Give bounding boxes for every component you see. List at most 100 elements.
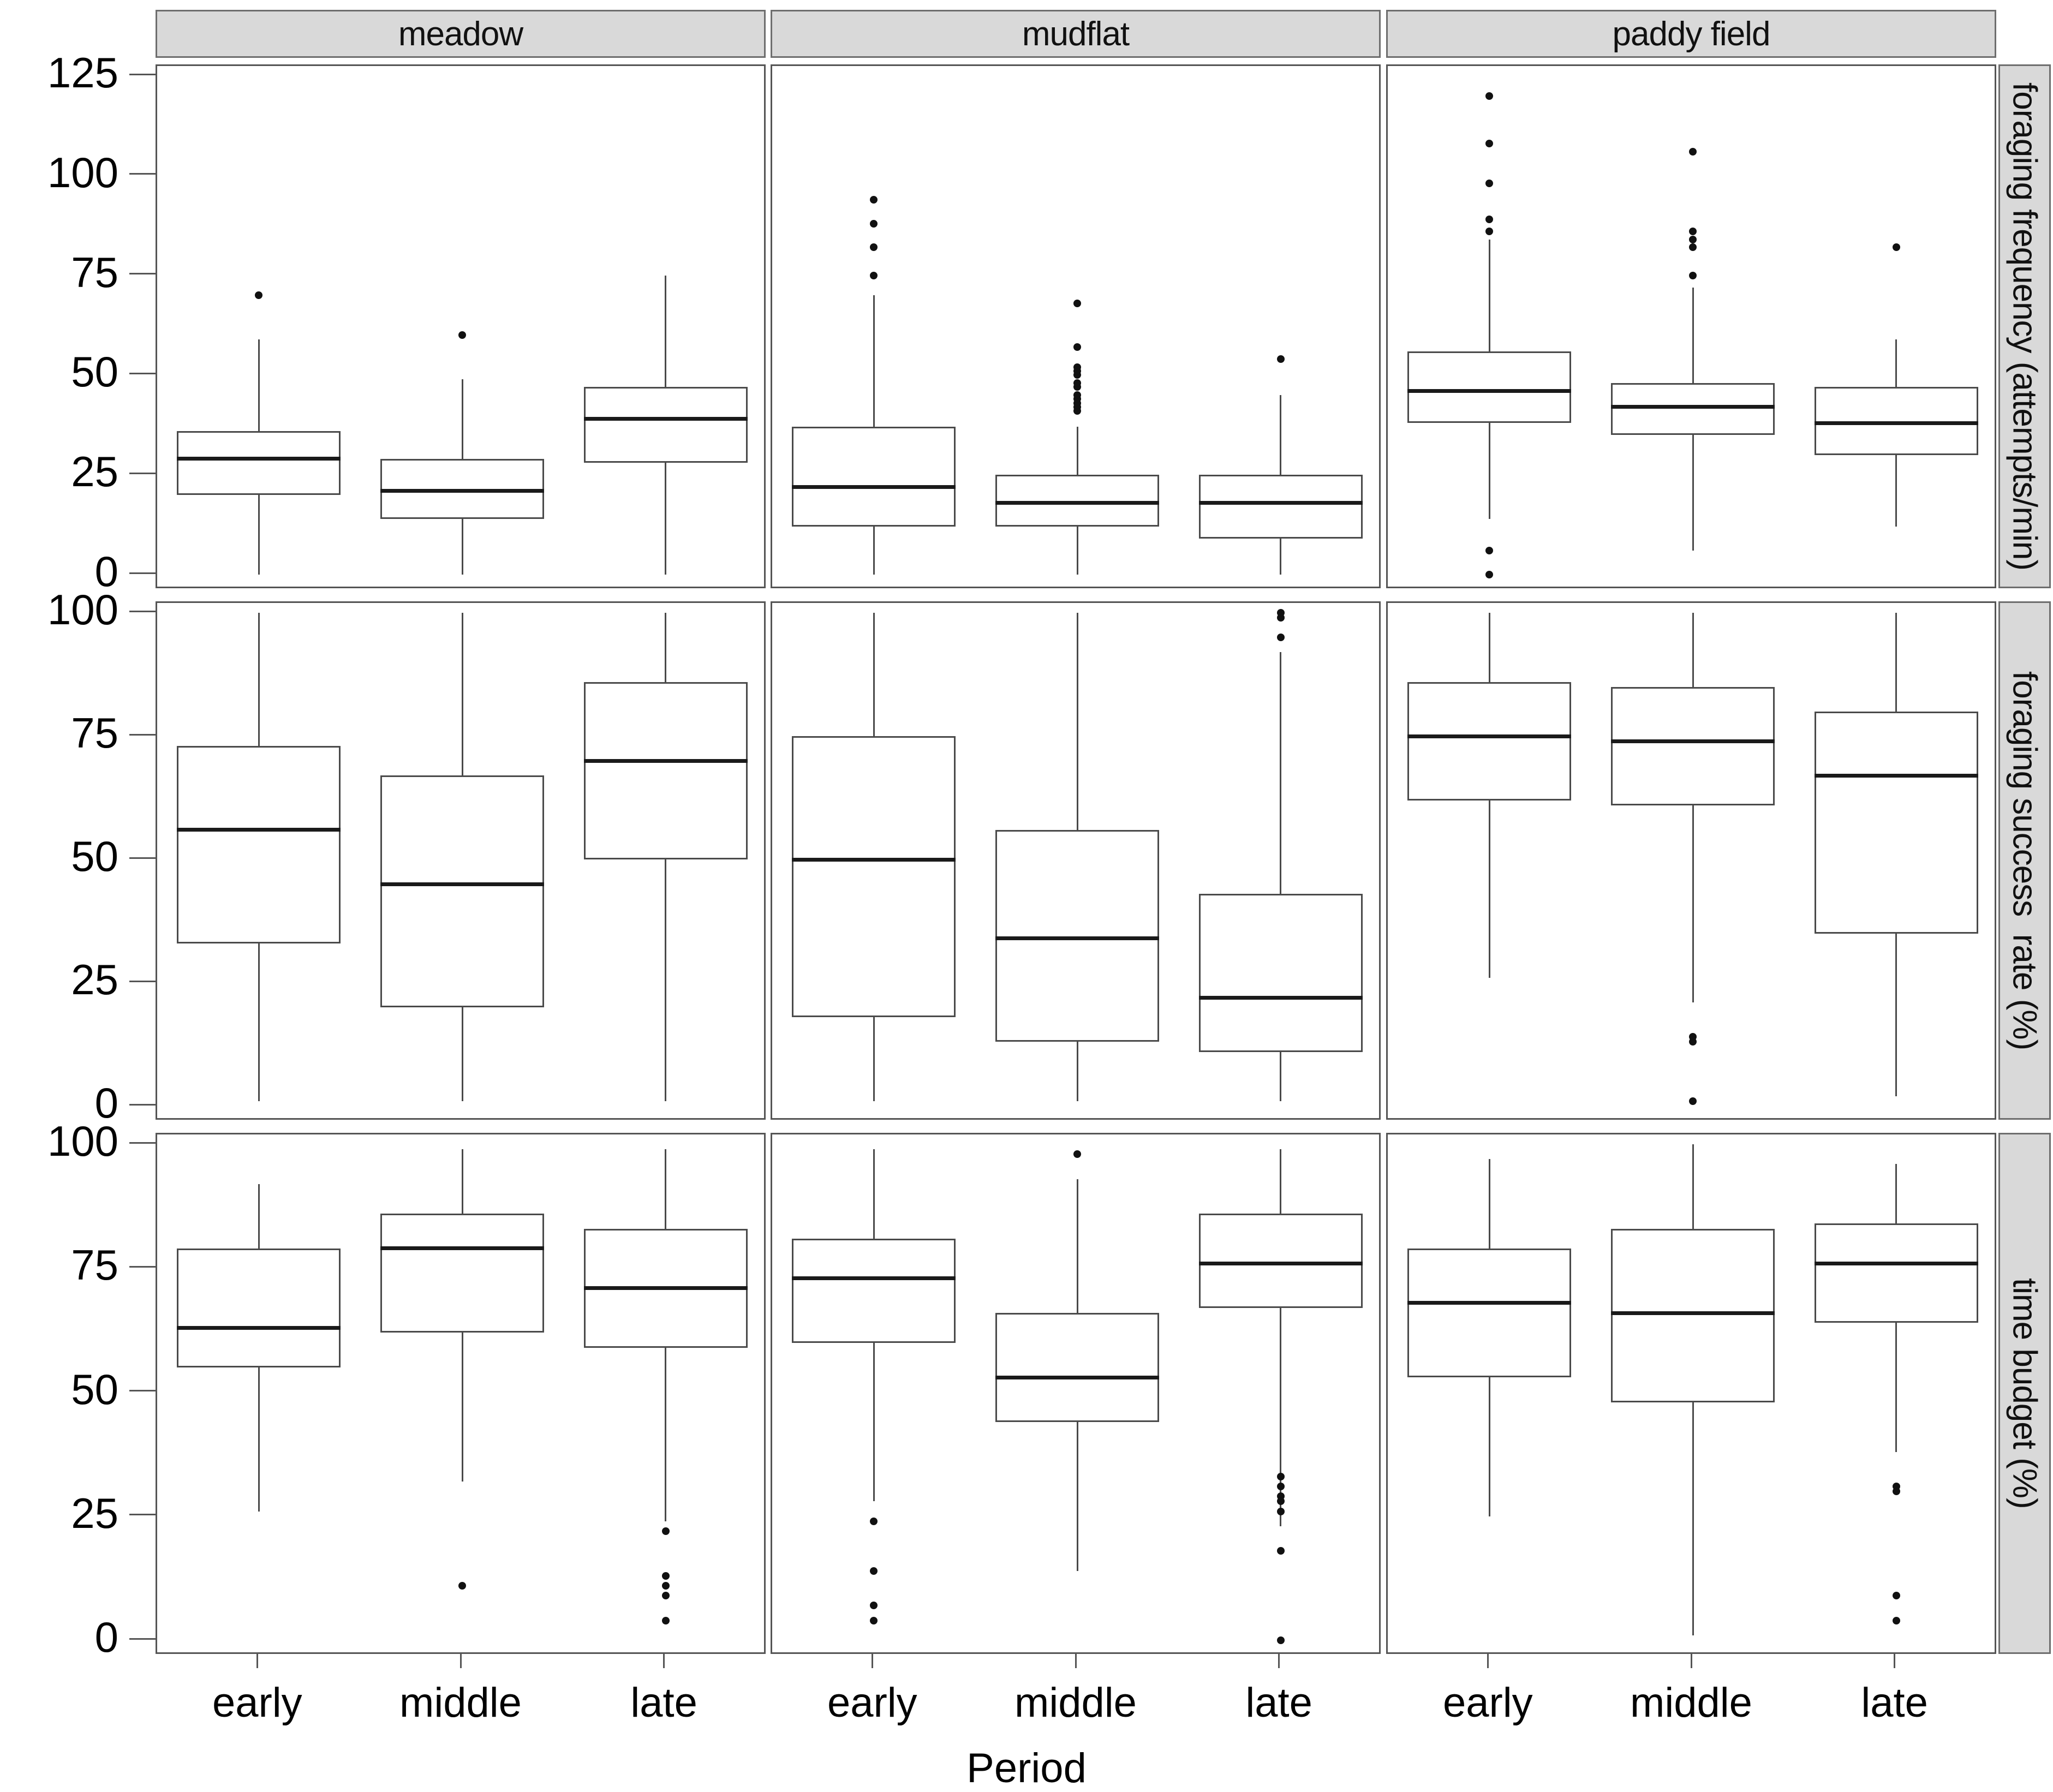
y-tick-mark	[129, 572, 156, 574]
outlier-point	[661, 1616, 670, 1624]
outlier-point	[1485, 140, 1494, 148]
box-early	[1407, 682, 1572, 801]
whisker-upper	[461, 1149, 463, 1214]
y-tick-mark	[129, 980, 156, 982]
outlier-point	[1485, 228, 1494, 236]
x-tick-label-middle: middle	[399, 1680, 522, 1726]
outlier-point	[870, 1616, 878, 1624]
y-tick-label: 100	[47, 1117, 118, 1165]
outlier-point	[1276, 1483, 1285, 1491]
outlier-point	[1689, 228, 1697, 236]
outlier-point	[1892, 1483, 1900, 1491]
y-tick-label: 100	[47, 148, 118, 196]
x-axis-title: Period	[966, 1745, 1087, 1791]
panel-paddy-field-row2	[1386, 1133, 1996, 1654]
outlier-point	[870, 1602, 878, 1610]
outlier-point	[870, 1567, 878, 1575]
outlier-point	[1276, 1547, 1285, 1555]
x-tick-label-early: early	[1442, 1680, 1533, 1726]
outlier-point	[870, 271, 878, 279]
box-middle	[995, 1313, 1159, 1423]
box-early	[177, 746, 341, 943]
whisker-lower	[1488, 800, 1490, 978]
whisker-lower	[461, 518, 463, 575]
outlier-point	[1276, 1636, 1285, 1644]
column-strip-mudflat: mudflat	[771, 10, 1381, 58]
outlier-point	[458, 331, 466, 339]
whisker-upper	[1280, 652, 1282, 894]
outlier-point	[1276, 1507, 1285, 1515]
median-line	[583, 1286, 748, 1291]
x-tick-label-middle: middle	[1630, 1680, 1752, 1726]
y-tick-mark	[129, 1142, 156, 1144]
outlier-point	[1689, 243, 1697, 252]
x-tick-label-late: late	[630, 1680, 697, 1726]
whisker-lower	[1692, 1402, 1694, 1635]
whisker-lower	[1692, 805, 1694, 1003]
outlier-point	[1073, 1150, 1081, 1158]
median-line	[583, 758, 748, 763]
row-strip-0: foraging frequency (attempts/min)	[1998, 64, 2051, 588]
outlier-point	[255, 291, 263, 300]
whisker-lower	[665, 463, 667, 575]
whisker-lower	[665, 859, 667, 1101]
y-tick-mark	[129, 73, 156, 75]
whisker-upper	[1488, 613, 1490, 682]
median-line	[1611, 1311, 1775, 1315]
median-line	[177, 1325, 341, 1330]
outlier-point	[661, 1527, 670, 1536]
median-line	[995, 500, 1159, 505]
outlier-point	[1485, 180, 1494, 188]
outlier-point	[1276, 634, 1285, 642]
y-tick-label: 50	[71, 348, 118, 396]
box-late	[1814, 387, 1978, 455]
outlier-point	[1073, 299, 1081, 307]
whisker-upper	[1488, 239, 1490, 351]
whisker-lower	[873, 527, 875, 575]
median-line	[1407, 734, 1572, 738]
y-tick-mark	[129, 372, 156, 374]
median-line	[1814, 1261, 1978, 1265]
x-tick-mark	[1690, 1654, 1692, 1668]
whisker-upper	[873, 613, 875, 736]
whisker-upper	[1692, 287, 1694, 384]
whisker-lower	[1488, 423, 1490, 519]
whisker-lower	[461, 1007, 463, 1101]
column-strip-meadow: meadow	[156, 10, 766, 58]
whisker-lower	[258, 494, 260, 575]
x-tick-label-early: early	[212, 1680, 302, 1726]
column-strip-label: paddy field	[1612, 15, 1771, 53]
box-early	[177, 1248, 341, 1368]
whisker-upper	[1280, 1149, 1282, 1214]
median-line	[1814, 773, 1978, 778]
box-middle	[1611, 1228, 1775, 1402]
x-tick-mark	[256, 1654, 258, 1668]
box-early	[792, 427, 956, 527]
box-middle	[995, 475, 1159, 527]
y-tick-mark	[129, 733, 156, 736]
box-late	[1198, 475, 1363, 539]
y-tick-label: 25	[71, 955, 118, 1003]
outlier-point	[1073, 379, 1081, 387]
outlier-point	[1485, 571, 1494, 578]
panel-mudflat-row0	[771, 64, 1381, 588]
outlier-point	[1485, 216, 1494, 224]
outlier-point	[1276, 609, 1285, 617]
whisker-lower	[1488, 1377, 1490, 1516]
whisker-lower	[1692, 435, 1694, 551]
outlier-point	[1485, 92, 1494, 100]
whisker-lower	[1895, 1323, 1897, 1452]
whisker-upper	[258, 613, 260, 746]
median-line	[995, 936, 1159, 941]
x-tick-label-late: late	[1245, 1680, 1312, 1726]
median-line	[1611, 405, 1775, 409]
whisker-upper	[1895, 339, 1897, 387]
panel-mudflat-row1	[771, 601, 1381, 1120]
median-line	[380, 488, 544, 493]
median-line	[1611, 739, 1775, 743]
x-tick-mark	[1487, 1654, 1489, 1668]
box-middle	[380, 775, 544, 1008]
whisker-lower	[1280, 1052, 1282, 1101]
whisker-upper	[1895, 613, 1897, 712]
